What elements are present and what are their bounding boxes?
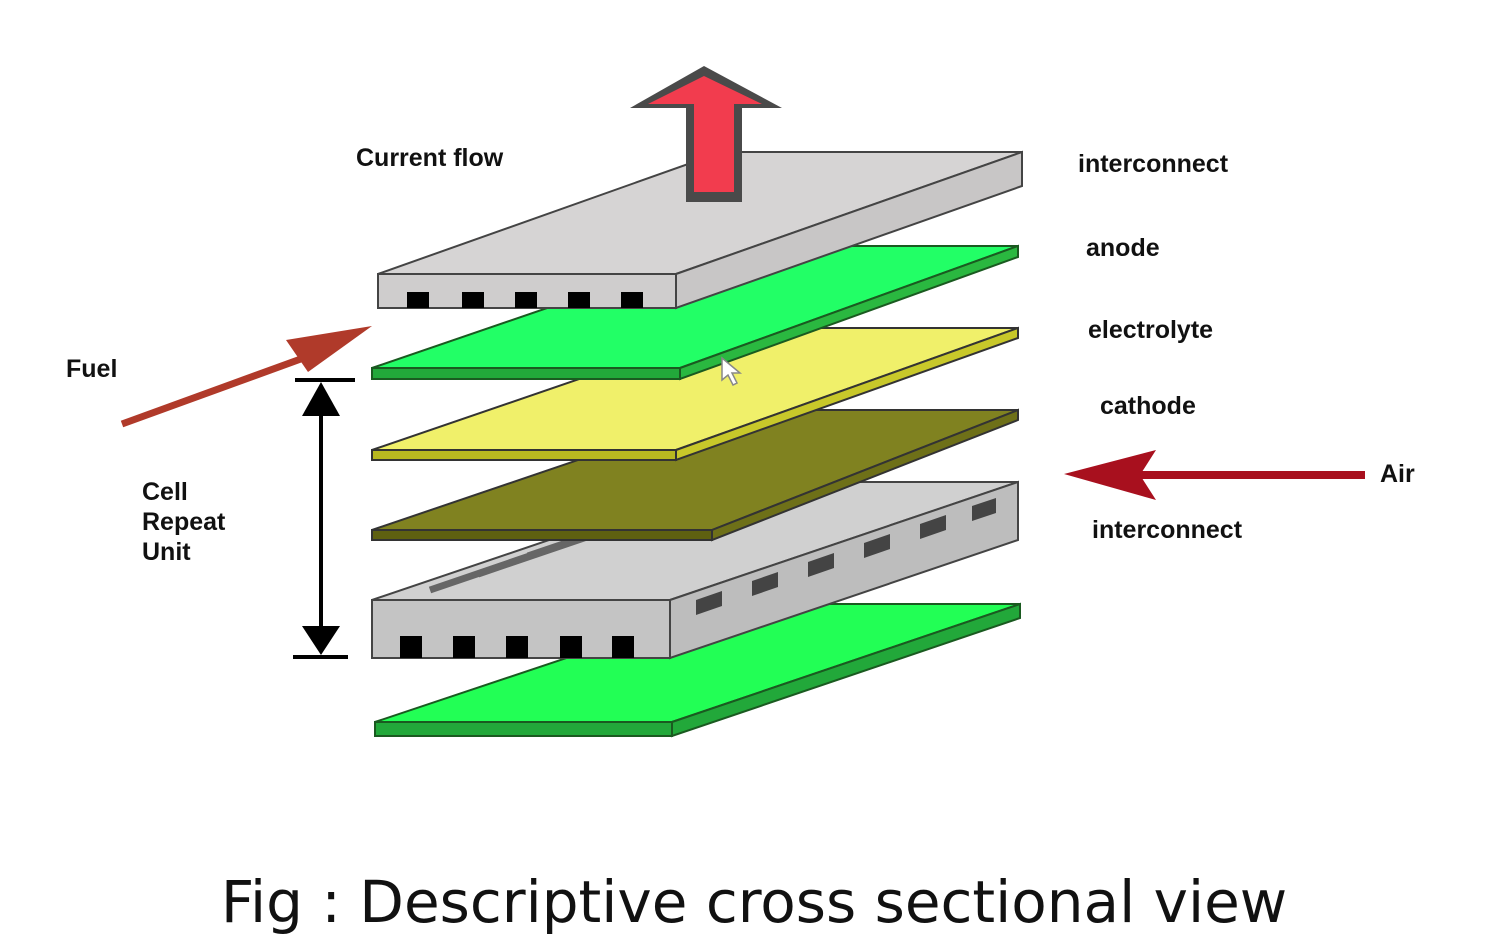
mouse-cursor-icon [721, 356, 743, 387]
layer-label-top-interconnect: interconnect [1078, 150, 1229, 178]
bottom-anode-plate [374, 602, 1021, 738]
layer-label-cathode: cathode [1100, 392, 1196, 420]
cell-repeat-unit-dimension [293, 378, 355, 659]
top-interconnect [377, 150, 1023, 310]
figure-caption: Fig : Descriptive cross sectional view [220, 868, 1288, 936]
layer-label-electrolyte: electrolyte [1088, 316, 1213, 344]
layer-label-bottom-interconnect: interconnect [1092, 516, 1243, 544]
air-label: Air [1380, 460, 1415, 488]
cell-repeat-unit-label-3: Unit [142, 538, 191, 566]
layer-label-anode: anode [1086, 234, 1160, 262]
air-arrow [1064, 450, 1365, 500]
cell-repeat-unit-label-1: Cell [142, 478, 188, 506]
current-flow-arrow [630, 66, 782, 202]
fuel-label: Fuel [66, 355, 117, 383]
fuel-arrow [120, 326, 372, 428]
current-flow-label: Current flow [356, 144, 504, 172]
anode-plate [371, 244, 1019, 381]
cell-repeat-unit-label-2: Repeat [142, 508, 226, 536]
